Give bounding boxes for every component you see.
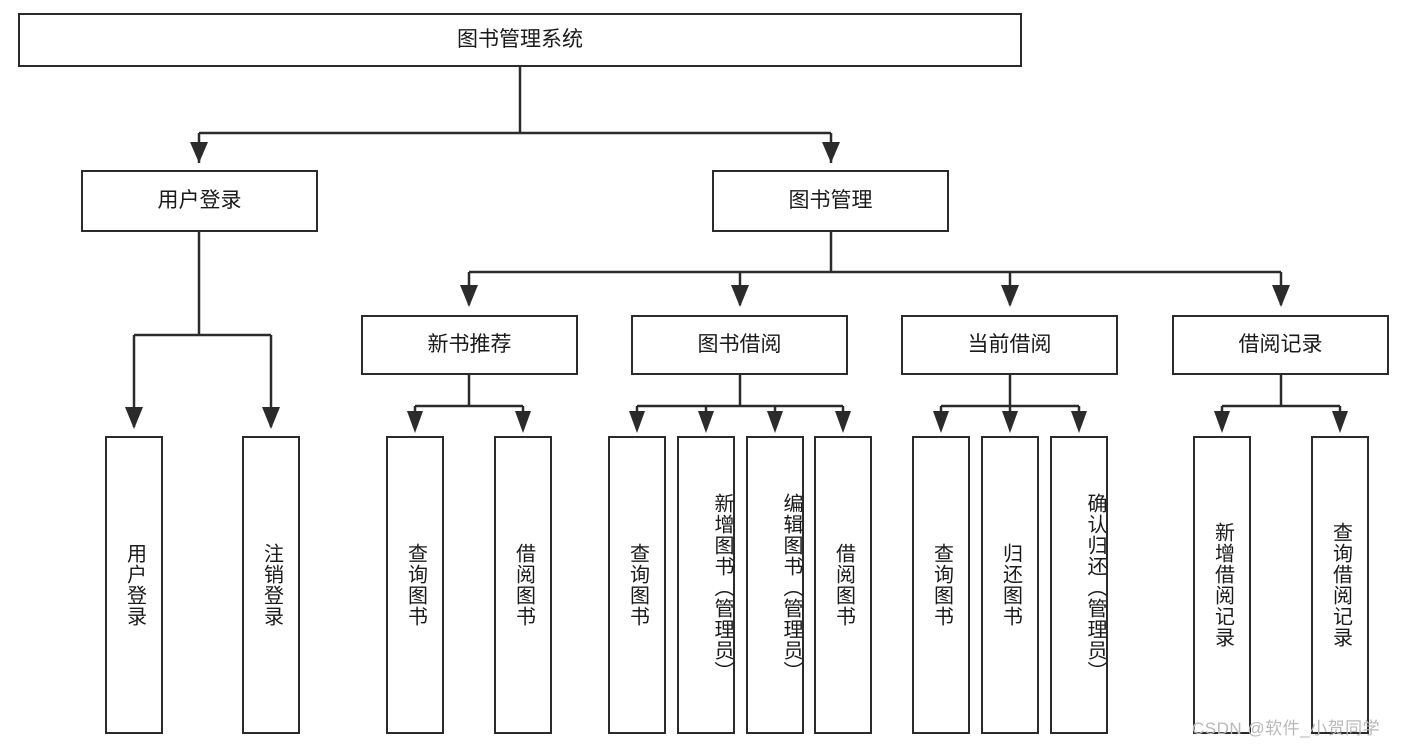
leaf-book-borrow-query[interactable]: 查询图书: [608, 436, 666, 734]
node-root-system[interactable]: 图书管理系统: [18, 13, 1022, 67]
node-label: 当前借阅: [967, 332, 1052, 356]
leaf-book-borrow-add[interactable]: 新增图书（管理员）: [677, 436, 735, 734]
node-label: 查询借阅记录: [1329, 522, 1352, 648]
node-label: 确认归还（管理员）: [1084, 492, 1106, 682]
node-user-login[interactable]: 用户登录: [81, 170, 318, 232]
node-label: 注销登录: [260, 543, 283, 627]
watermark-text: CSDN @软件_小贺同学: [1192, 719, 1381, 738]
leaf-book-borrow-edit[interactable]: 编辑图书（管理员）: [746, 436, 804, 734]
node-label: 图书借阅: [697, 332, 782, 356]
node-label: 查询图书: [930, 543, 953, 627]
leaf-new-book-borrow[interactable]: 借阅图书: [494, 436, 552, 734]
node-label: 用户登录: [157, 188, 242, 212]
node-label: 用户登录: [123, 543, 146, 627]
node-label: 借阅图书: [832, 543, 855, 627]
node-label: 新增借阅记录: [1211, 522, 1234, 648]
leaf-borrow-record-add[interactable]: 新增借阅记录: [1193, 436, 1251, 734]
node-book-borrow[interactable]: 图书借阅: [631, 315, 848, 375]
watermark-csdn: CSDN @软件_小贺同学: [1192, 714, 1380, 739]
node-book-management[interactable]: 图书管理: [712, 170, 949, 232]
node-borrow-record[interactable]: 借阅记录: [1172, 315, 1389, 375]
node-label: 图书管理系统: [457, 27, 583, 51]
leaf-current-borrow-query[interactable]: 查询图书: [912, 436, 970, 734]
node-label: 归还图书: [999, 543, 1022, 627]
node-label: 编辑图书（管理员）: [780, 492, 802, 682]
node-label: 图书管理: [788, 188, 873, 212]
node-label: 借阅记录: [1238, 332, 1323, 356]
leaf-user-login-login[interactable]: 用户登录: [105, 436, 163, 734]
leaf-book-borrow-borrow[interactable]: 借阅图书: [814, 436, 872, 734]
node-label: 借阅图书: [512, 543, 535, 627]
leaf-borrow-record-query[interactable]: 查询借阅记录: [1311, 436, 1369, 734]
node-current-borrow[interactable]: 当前借阅: [901, 315, 1118, 375]
leaf-current-borrow-return[interactable]: 归还图书: [981, 436, 1039, 734]
node-label: 查询图书: [626, 543, 649, 627]
node-label: 新增图书（管理员）: [711, 492, 733, 682]
node-new-book-recommend[interactable]: 新书推荐: [361, 315, 578, 375]
node-label: 查询图书: [404, 543, 427, 627]
leaf-current-borrow-confirm-return[interactable]: 确认归还（管理员）: [1050, 436, 1108, 734]
node-label: 新书推荐: [427, 332, 512, 356]
leaf-user-login-logout[interactable]: 注销登录: [242, 436, 300, 734]
leaf-new-book-query[interactable]: 查询图书: [386, 436, 444, 734]
